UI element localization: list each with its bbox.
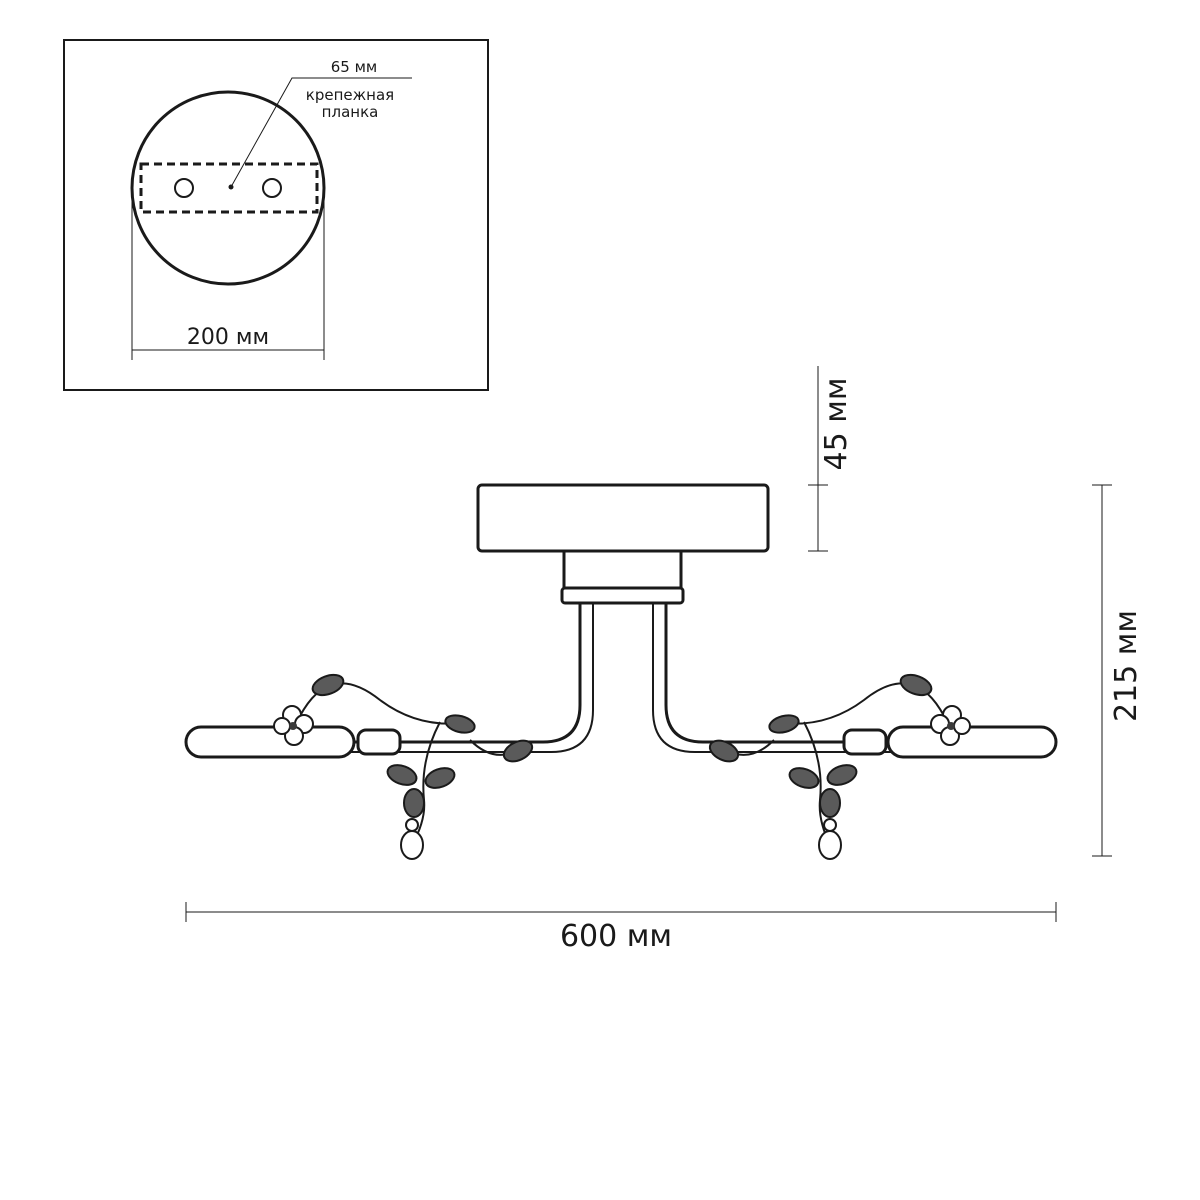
lamp-side-view (184, 483, 1058, 860)
canopy-diameter-label: 200 мм (187, 325, 269, 350)
canopy-height-label: 45 мм (819, 378, 854, 471)
arm-joint-right (842, 728, 888, 756)
mounting-bracket-dashed (139, 162, 319, 214)
collar-ring (560, 586, 685, 605)
arm-tube-right-outer (886, 725, 1058, 759)
screw-hole-left (174, 178, 194, 198)
bracket-label-line2: планка (322, 103, 379, 121)
crystal-bead-right (823, 818, 837, 832)
dimension-total-height: 215 мм (1092, 484, 1144, 857)
leaf-icon (403, 788, 425, 818)
leaf-icon (826, 764, 858, 786)
canopy-circle (130, 90, 326, 286)
stem-right (664, 603, 916, 744)
mounting-plate-inset: 65 мм крепежная планка 200 мм (63, 39, 489, 391)
stem-left (330, 603, 582, 744)
leaf-icon (386, 764, 418, 786)
crystal-drop-left (400, 830, 424, 860)
leaf-icon (899, 673, 933, 697)
total-height-label: 215 мм (1109, 610, 1144, 722)
leaf-icon (311, 673, 345, 697)
arm-joint-left (356, 728, 402, 756)
leaf-icon (788, 767, 820, 789)
collar (562, 549, 683, 593)
total-width-label: 600 мм (560, 919, 672, 954)
flower-icon (273, 705, 314, 746)
leaf-icon (444, 714, 476, 734)
bracket-spacing-label: 65 мм (331, 58, 378, 76)
canopy (476, 483, 770, 553)
stem-right-inner (652, 603, 916, 753)
stem-left-inner (330, 603, 594, 753)
leaf-icon (819, 788, 841, 818)
bracket-leader-line (230, 77, 412, 188)
flower-icon (930, 705, 971, 746)
crystal-bead-left (405, 818, 419, 832)
dimension-canopy-height: 45 мм (808, 366, 854, 552)
screw-hole-right (262, 178, 282, 198)
crystal-drop-right (818, 830, 842, 860)
bracket-label-line1: крепежная (306, 86, 394, 104)
leaf-icon (768, 714, 800, 734)
arm-tube-left-outer (184, 725, 356, 759)
leaf-icon (708, 739, 740, 763)
leaf-icon (424, 767, 456, 789)
leaf-icon (502, 739, 534, 763)
dimension-total-width: 600 мм (185, 902, 1057, 954)
